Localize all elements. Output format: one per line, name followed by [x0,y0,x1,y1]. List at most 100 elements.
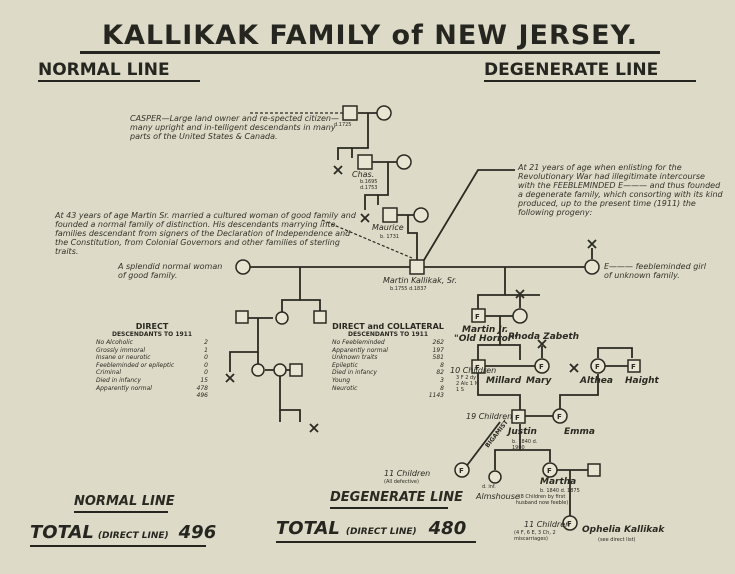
normal-total-value: 496 [178,522,217,543]
female-symbol-martha [542,462,558,478]
x-mark-martin-jr-child [569,363,579,373]
direct-table-row-value: 0 [204,354,208,362]
male-symbol-martin-sr [409,259,425,275]
normal-line-underline [38,80,200,82]
title-underline [80,51,660,54]
direct-table-row-value: 478 [196,384,208,392]
degenerate-line-underline [484,80,696,82]
male-symbol-normal-gen3 [289,363,303,377]
degenerate-total-direct-line: (DIRECT LINE) [345,527,417,537]
eleven-children-a-label: 11 Children [384,469,431,478]
collateral-table-row-value: 82 [436,369,444,377]
female-symbol-althea [590,358,606,374]
female-symbol-normal-gen3-b [273,363,287,377]
millard-label: Millard [486,376,522,386]
normal-woman-note: A splendid normal woman of good family. [118,262,223,280]
male-symbol-chas [357,154,373,170]
female-symbol-normal-daughter [275,311,289,325]
female-symbol-maurice-wife [413,207,429,223]
x-mark-normal-a [225,373,235,383]
chas-sibling-line [364,194,378,210]
almshouse-note: d. inf. [482,484,496,490]
collateral-table-row-label: Died in infancy [332,369,377,377]
degenerate-descent-line [477,267,506,310]
page-title: KALLIKAK FAMILY of NEW JERSEY. [102,20,638,51]
casper-note: CASPER—Large land owner and re-spected c… [130,114,339,141]
direct-table-row-label: Feebleminded or epileptic [96,361,175,369]
f-mark-mary: F [539,363,544,371]
direct-table-row-label: Criminal [96,369,121,377]
normal-line-heading: NORMAL LINE [38,60,170,80]
female-symbol-eleven-children [454,462,470,478]
collateral-table-subtitle: DESCENDANTS TO 1911 [347,331,429,338]
female-symbol-feebleminded-girl [584,259,600,275]
althea-descent [559,374,599,416]
male-symbol-haight [627,359,641,373]
x-mark-mary-parent [537,339,547,349]
female-symbol-mary [534,358,550,374]
f-mark-martha: F [547,467,552,475]
maurice-descent-line [407,215,418,260]
direct-table-sum: 496 [196,392,208,400]
normal-total-word: TOTAL [30,522,94,543]
direct-table-row-value: 0 [204,361,208,369]
nineteen-children-label: 19 Children [466,412,513,421]
x-mark-girl-parent [587,239,597,249]
direct-table-row-label: Grossly immoral [96,346,146,354]
direct-table-row-value: 0 [204,369,208,377]
female-symbol-normal-gen3 [251,363,265,377]
direct-table-title: DIRECT [135,322,169,331]
female-symbol-almshouse [488,470,502,484]
martin-jr-label: Martin Jr. [462,325,509,335]
justin-sibling [520,449,551,462]
bigamist-label: BIGAMIST [484,418,510,449]
female-symbol-casper-wife [376,105,392,121]
martha-label: Martha [540,477,577,487]
ten-children-detail: 3 F 2 dy 2 Alc 1 N 1 S [456,375,479,393]
marriage-note-leader [321,219,413,259]
martin-revolution-note: At 21 years of age when enlisting for th… [518,163,723,217]
male-symbol-normal-son [235,310,249,324]
collateral-table-row-label: Young [332,376,351,384]
collateral-table-row-label: Apparently normal [332,346,388,354]
eleven-children-a-note: (All defective) [384,479,419,485]
chas-descent-line [377,162,389,205]
normal-descent-line [281,267,301,312]
degenerate-line-heading: DEGENERATE LINE [484,60,659,80]
revolution-note-leader [423,169,515,261]
rhoda-label: Rhoda Zabeth [508,332,580,342]
footer-degenerate-line-label: DEGENERATE LINE [330,490,463,505]
f-mark-millard: F [475,364,480,372]
maurice-dates: b. 1731 [380,234,400,240]
normal-total-direct-line: (DIRECT LINE) [97,531,169,541]
direct-table-row: Feebleminded or epileptic 0 [96,362,208,370]
feebleminded-girl-note: E——— feebleminded girl of unknown family… [604,262,706,280]
althea-sibling-line [597,347,633,358]
martin-sr-dates: b.1755 d.1837 [390,286,427,292]
female-symbol-ophelia [562,515,578,531]
martha-note: (8 Children by first husband now feeble) [515,494,569,506]
x-mark-rhoda-parent [515,289,525,299]
almshouse-label: Almshouse [476,492,520,501]
ophelia-label: Ophelia Kallikak [582,525,665,535]
female-symbol-chas-wife [396,154,412,170]
male-symbol-martha-husband [587,463,601,477]
direct-table-row-label: Apparently normal [96,384,152,392]
martin-sr-label: Martin Kallikak, Sr. [383,276,458,285]
direct-table-row-value: 2 [204,339,208,346]
ophelia-note: (see direct list) [598,537,636,543]
collateral-table-row-value: 8 [440,361,444,369]
casper-sibling-line [337,147,352,160]
f-mark-justin: F [515,414,520,422]
direct-table-row-value: 15 [200,376,208,384]
